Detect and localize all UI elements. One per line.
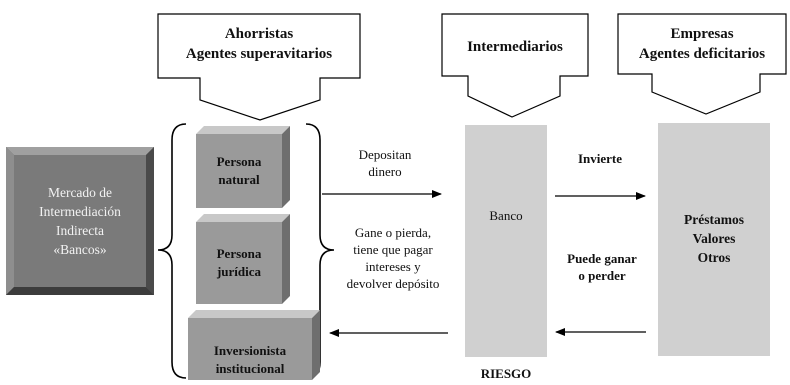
- intermediarios-callout: [441, 13, 589, 118]
- ahorristas-subtitle: Agentes superavitarios: [185, 46, 333, 62]
- puede-line-2: o perder: [578, 268, 626, 283]
- ahorristas-callout-text: Ahorristas Agentes superavitarios: [158, 24, 360, 64]
- depositan-line-2: dinero: [368, 164, 402, 179]
- prestamos-line-1: Préstamos: [684, 212, 744, 227]
- persona-natural-line-2: natural: [218, 172, 260, 187]
- depositan-line-1: Depositan: [358, 147, 412, 162]
- empresas-callout: [617, 13, 787, 115]
- prestamos-label: Préstamos Valores Otros: [658, 210, 770, 267]
- gane-line-3: intereses y: [365, 259, 421, 274]
- prestamos-line-3: Otros: [697, 250, 731, 265]
- market-box: [6, 147, 154, 295]
- empresas-title: Empresas: [670, 26, 734, 42]
- ahorristas-title: Ahorristas: [224, 26, 294, 42]
- banco-label: Banco: [489, 208, 523, 223]
- intermediarios-title: Intermediarios: [467, 39, 563, 55]
- cube-persona-natural: [196, 126, 290, 208]
- cube-inversionista: [188, 310, 320, 380]
- persona-natural-line-1: Persona: [216, 154, 262, 169]
- gane-label: Gane o pierda, tiene que pagar intereses…: [326, 224, 460, 292]
- invierte-label: Invierte: [577, 151, 623, 166]
- depositan-label: Depositan dinero: [340, 146, 430, 180]
- persona-juridica-line-1: Persona: [216, 246, 262, 261]
- puede-label: Puede ganar o perder: [552, 250, 652, 284]
- intermediarios-callout-text: Intermediarios: [442, 37, 588, 57]
- gane-line-4: devolver depósito: [346, 276, 440, 291]
- inversionista-line-2: institucional: [215, 361, 285, 376]
- prestamos-line-2: Valores: [692, 231, 736, 246]
- prestamos-column: [658, 123, 770, 356]
- market-line-3: Indirecta: [56, 223, 104, 238]
- persona-juridica-line-2: jurídica: [216, 264, 262, 279]
- empresas-callout-text: Empresas Agentes deficitarios: [618, 24, 786, 64]
- persona-natural-label: Persona natural: [196, 153, 282, 189]
- gane-line-2: tiene que pagar: [353, 242, 433, 257]
- empresas-subtitle: Agentes deficitarios: [638, 46, 766, 62]
- inversionista-line-1: Inversionista: [213, 343, 287, 358]
- inversionista-label: Inversionista institucional: [188, 342, 312, 378]
- market-line-1: Mercado de: [47, 185, 113, 200]
- cube-persona-juridica: [196, 214, 290, 304]
- market-line-4: «Bancos»: [53, 242, 107, 257]
- riesgo-label: RIESGO: [480, 366, 532, 381]
- puede-line-1: Puede ganar: [567, 251, 637, 266]
- ahorristas-callout: [157, 13, 361, 121]
- banco-column: [465, 125, 547, 357]
- gane-line-1: Gane o pierda,: [354, 225, 432, 240]
- market-line-2: Intermediación: [39, 204, 121, 219]
- market-box-text: Mercado de Intermediación Indirecta «Ban…: [14, 183, 146, 259]
- left-brace: [157, 123, 187, 379]
- persona-juridica-label: Persona jurídica: [196, 245, 282, 281]
